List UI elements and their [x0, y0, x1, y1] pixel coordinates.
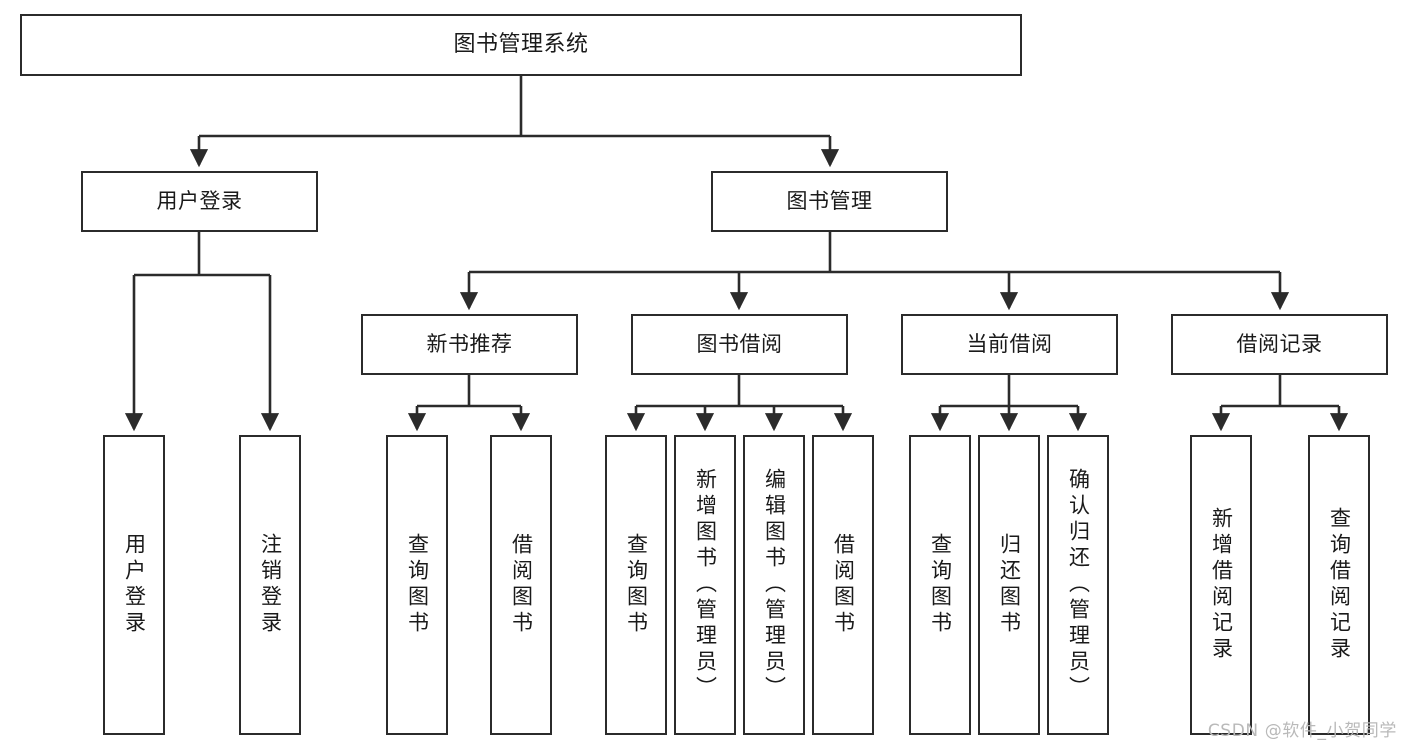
node-book-borrow[interactable]: 图书借阅: [631, 314, 848, 375]
leaf-user-login-logout[interactable]: 注销登录: [239, 435, 301, 735]
leaf-recommend-borrow-book[interactable]: 借阅图书: [490, 435, 552, 735]
node-label: 用户登录: [122, 533, 147, 637]
node-label: 当前借阅: [966, 332, 1053, 357]
leaf-record-add-record[interactable]: 新增借阅记录: [1190, 435, 1252, 735]
leaf-recommend-query-book[interactable]: 查询图书: [386, 435, 448, 735]
csdn-watermark: CSDN @软件_小贺同学: [1207, 721, 1397, 741]
leaf-borrow-add-book-admin[interactable]: 新增图书（管理员）: [674, 435, 736, 735]
node-book-management[interactable]: 图书管理: [711, 171, 948, 232]
node-label: 图书管理系统: [453, 32, 589, 58]
leaf-borrow-query-book[interactable]: 查询图书: [605, 435, 667, 735]
node-label: 借阅图书: [509, 533, 534, 637]
node-label: 查询借阅记录: [1327, 507, 1352, 663]
leaf-borrow-borrow-book[interactable]: 借阅图书: [812, 435, 874, 735]
node-label: 用户登录: [156, 189, 243, 214]
leaf-current-query-book[interactable]: 查询图书: [909, 435, 971, 735]
node-label: 注销登录: [258, 533, 283, 637]
leaf-record-query-record[interactable]: 查询借阅记录: [1308, 435, 1370, 735]
node-borrow-record[interactable]: 借阅记录: [1171, 314, 1388, 375]
node-label: 借阅记录: [1236, 332, 1323, 357]
node-label: 新书推荐: [426, 332, 513, 357]
leaf-current-return-book[interactable]: 归还图书: [978, 435, 1040, 735]
node-label: 查询图书: [928, 533, 953, 637]
node-current-borrow[interactable]: 当前借阅: [901, 314, 1118, 375]
node-label: 借阅图书: [831, 533, 856, 637]
node-label: 图书管理: [786, 189, 873, 214]
node-label: 新增图书（管理员）: [693, 468, 718, 702]
leaf-user-login-login[interactable]: 用户登录: [103, 435, 165, 735]
node-label: 确认归还（管理员）: [1066, 468, 1091, 702]
node-label: 新增借阅记录: [1209, 507, 1234, 663]
node-user-login[interactable]: 用户登录: [81, 171, 318, 232]
node-label: 归还图书: [997, 533, 1022, 637]
node-root-book-management-system[interactable]: 图书管理系统: [20, 14, 1022, 76]
node-new-book-recommend[interactable]: 新书推荐: [361, 314, 578, 375]
node-label: 编辑图书（管理员）: [762, 468, 787, 702]
leaf-borrow-edit-book-admin[interactable]: 编辑图书（管理员）: [743, 435, 805, 735]
node-label: 图书借阅: [696, 332, 783, 357]
leaf-current-confirm-return-admin[interactable]: 确认归还（管理员）: [1047, 435, 1109, 735]
node-label: 查询图书: [405, 533, 430, 637]
node-label: 查询图书: [624, 533, 649, 637]
